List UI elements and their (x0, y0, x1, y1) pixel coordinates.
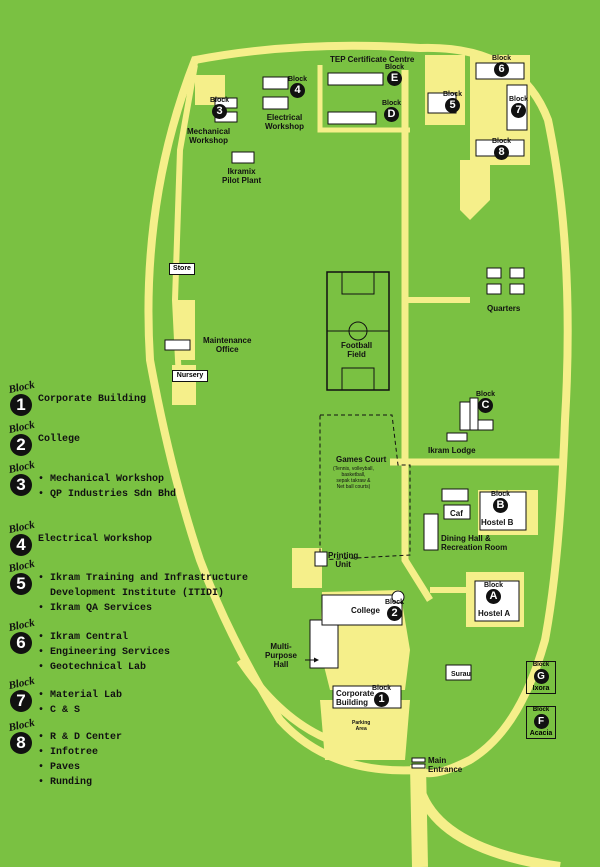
road-top-inner (317, 65, 410, 133)
legend-lines: Electrical Workshop (38, 532, 152, 547)
label-caf: Caf (450, 509, 463, 518)
legend-line: • R & D Center (38, 732, 123, 743)
legend-block-number: 4 (10, 534, 32, 556)
label-dining: Dining Hall & Recreation Room (441, 534, 508, 552)
label-ikram-lodge: Ikram Lodge (428, 446, 476, 455)
legend-line: • C & S (38, 705, 81, 716)
label-parking: Parking Area (352, 720, 371, 732)
legend-line: • Material Lab (38, 690, 123, 701)
label-corporate: Corporate Building (336, 689, 375, 707)
legend-line: • Paves (38, 762, 81, 773)
zone-maint (175, 300, 195, 360)
legend-line: Corporate Building (38, 394, 147, 405)
label-tep: TEP Certificate Centre (330, 55, 415, 64)
legend-block-number: 5 (10, 573, 32, 595)
label-football: Football Field (341, 341, 373, 359)
label-hostel-b: Hostel B (481, 518, 514, 527)
label-maint: Maintenance Office (203, 336, 252, 354)
road-south (401, 470, 433, 602)
road-west-corp (236, 657, 332, 744)
games-court-outline (319, 414, 411, 561)
legend-lines: • Ikram Central • Engineering Services • G… (38, 630, 170, 675)
road-entrance (410, 764, 428, 867)
legend-line: • Engineering Services (38, 647, 171, 658)
legend-line: • Ikram QA Services (38, 603, 153, 614)
road-hostel-a (430, 580, 473, 593)
label-surau: Surau (451, 671, 471, 678)
legend-block-number: 2 (10, 434, 32, 456)
label-ikramix: Ikramix Pilot Plant (222, 167, 262, 185)
label-hostel-a: Hostel A (478, 609, 511, 618)
legend-lines: • Material Lab • C & S (38, 688, 122, 718)
legend-line: • Mechanical Workshop (38, 474, 165, 485)
legend-line: • Ikram Training and Infrastructure (38, 573, 249, 584)
label-main-entrance: Main Entrance (428, 756, 463, 774)
label-printing: Printing Unit (328, 551, 359, 569)
label-quarters: Quarters (487, 304, 521, 313)
legend-lines: College (38, 432, 80, 447)
road-entrance-side (415, 788, 561, 867)
label-games-sub: (Tennis, volleyball, basketball, sepak t… (333, 466, 374, 490)
label-multi: Multi- Purpose Hall (265, 642, 298, 669)
key-block-g[interactable]: Block G Ixora (526, 661, 556, 694)
legend-line: • Runding (38, 777, 93, 788)
legend-lines: Corporate Building (38, 392, 146, 407)
legend-block-number: 1 (10, 394, 32, 416)
label-elec-ws: Electrical Workshop (265, 113, 304, 131)
legend-line: College (38, 434, 81, 445)
label-games: Games Court (336, 455, 387, 464)
legend-lines: • Mechanical Workshop • QP Industries Sdn… (38, 472, 176, 502)
legend-line: • Infotree (38, 747, 99, 758)
legend-lines: • Ikram Training and Infrastructure Deve… (38, 571, 248, 616)
key-block-f[interactable]: Block F Acacia (526, 706, 556, 739)
legend-block-number: 8 (10, 732, 32, 754)
legend-line: Electrical Workshop (38, 534, 153, 545)
label-college: College (351, 606, 380, 615)
label-store: Store (169, 263, 195, 275)
legend-block-number: 7 (10, 690, 32, 712)
legend-line: Development Institute (ITIDI) (38, 588, 225, 599)
zone-parking (320, 700, 410, 760)
legend-block-number: 3 (10, 474, 32, 496)
zone-east-tail (460, 160, 490, 220)
legend-line: • Ikram Central (38, 632, 129, 643)
legend-line: • Geotechnical Lab (38, 662, 147, 673)
label-mech-ws: Mechanical Workshop (187, 127, 231, 145)
legend-block-number: 6 (10, 632, 32, 654)
zone-block5 (425, 55, 465, 125)
legend-lines: • R & D Center • Infotree • Paves • Runding (38, 730, 122, 790)
legend-line: • QP Industries Sdn Bhd (38, 489, 177, 500)
label-nursery: Nursery (172, 370, 208, 382)
